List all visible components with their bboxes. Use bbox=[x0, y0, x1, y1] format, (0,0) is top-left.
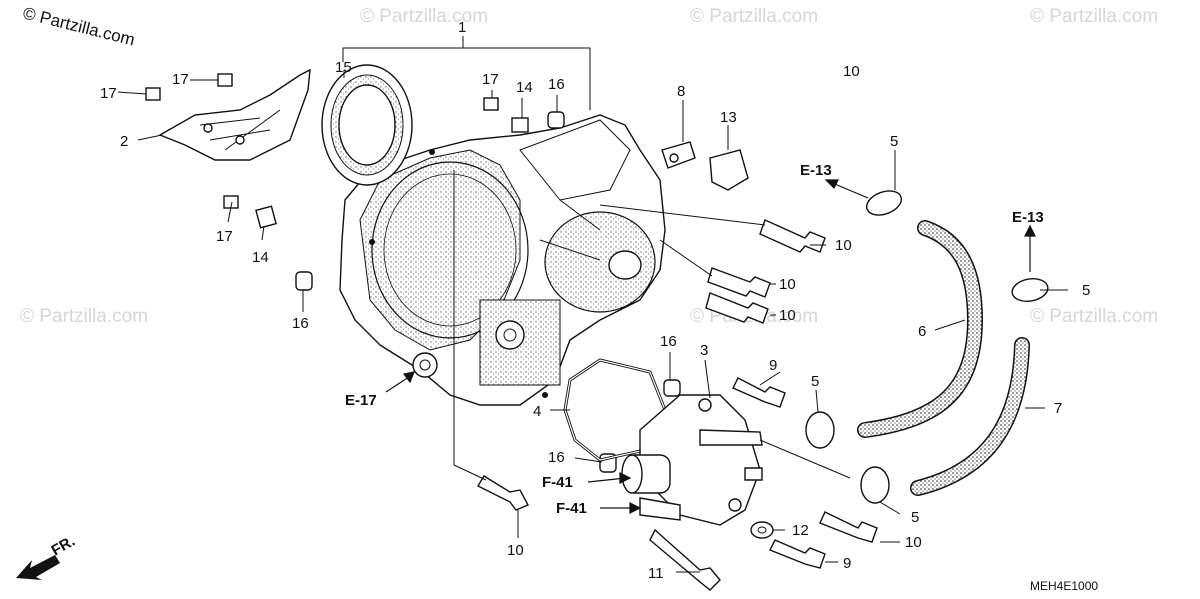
crankcase-cover bbox=[339, 114, 666, 406]
diagram-code: MEH4E1000 bbox=[1030, 579, 1098, 593]
callout-2: 2 bbox=[120, 133, 128, 150]
water-pump-cover bbox=[621, 394, 763, 526]
callout-6: 6 bbox=[918, 323, 926, 340]
callout-17a: 17 bbox=[100, 85, 117, 102]
watermark: © Partzilla.com bbox=[360, 6, 488, 27]
oil-seal bbox=[321, 64, 413, 186]
ref-f41-lower: F-41 bbox=[556, 500, 587, 517]
watermarks: © Partzilla.com © Partzilla.com © Partzi… bbox=[20, 6, 1158, 327]
callout-16c: 16 bbox=[660, 333, 677, 350]
watermark: © Partzilla.com bbox=[1030, 6, 1158, 27]
callout-4: 4 bbox=[533, 403, 541, 420]
callout-10b: 10 bbox=[779, 276, 796, 293]
bolts-9 bbox=[732, 377, 826, 569]
callout-15: 15 bbox=[335, 59, 352, 76]
chain-guard bbox=[158, 68, 311, 161]
bolt-17 bbox=[145, 73, 499, 209]
callout-5a: 5 bbox=[890, 133, 898, 150]
callout-5c: 5 bbox=[811, 373, 819, 390]
clip-14 bbox=[511, 117, 529, 133]
callout-16b: 16 bbox=[292, 315, 309, 332]
ref-f41-upper: F-41 bbox=[542, 474, 573, 491]
clip-14 bbox=[255, 205, 277, 229]
callout-8: 8 bbox=[677, 83, 685, 100]
callout-7: 7 bbox=[1054, 400, 1062, 417]
callout-10c: 10 bbox=[779, 307, 796, 324]
front-direction-arrow bbox=[16, 555, 60, 580]
callout-11: 11 bbox=[648, 565, 664, 582]
callout-10a: 10 bbox=[835, 237, 852, 254]
callout-17d: 17 bbox=[482, 71, 499, 88]
ref-e13-top: E-13 bbox=[800, 162, 832, 179]
watermark: © Partzilla.com bbox=[1030, 306, 1158, 327]
hose-clamps bbox=[805, 190, 1049, 504]
callout-3: 3 bbox=[700, 342, 708, 359]
callout-9a: 9 bbox=[769, 357, 777, 374]
callout-12: 12 bbox=[792, 522, 809, 539]
callout-5b: 5 bbox=[1082, 282, 1090, 299]
callout-13: 13 bbox=[720, 109, 737, 126]
callout-17b: 17 bbox=[172, 71, 189, 88]
callout-9b: 9 bbox=[843, 555, 851, 572]
clamp-13 bbox=[709, 149, 749, 191]
group-bracket bbox=[342, 47, 591, 110]
callout-10d: 10 bbox=[507, 542, 524, 559]
callout-16a: 16 bbox=[548, 76, 565, 93]
callout-14b: 14 bbox=[252, 249, 269, 266]
bracket-8 bbox=[661, 141, 696, 169]
hose-7 bbox=[910, 337, 1030, 496]
leader-lines bbox=[117, 70, 1068, 573]
callout-1: 1 bbox=[458, 19, 466, 36]
copyright-text: © Partzilla.com bbox=[21, 3, 137, 49]
ref-e13-right: E-13 bbox=[1012, 209, 1044, 226]
callout-14a: 14 bbox=[516, 79, 533, 96]
callout-numbers: 1 2 3 4 5 5 5 5 6 7 8 9 9 10 10 10 10 10… bbox=[100, 19, 1090, 582]
direction-label: FR. bbox=[49, 533, 78, 560]
callout-10f: 10 bbox=[843, 63, 860, 80]
callout-16d: 16 bbox=[548, 449, 565, 466]
callout-17c: 17 bbox=[216, 228, 233, 245]
callout-10e: 10 bbox=[905, 534, 922, 551]
callout-5d: 5 bbox=[911, 509, 919, 526]
ref-e17: E-17 bbox=[345, 392, 377, 409]
bolt-11 bbox=[649, 528, 721, 591]
reference-arrows bbox=[385, 179, 1036, 514]
bolts-10 bbox=[477, 219, 878, 543]
hose-6 bbox=[857, 220, 984, 438]
watermark: © Partzilla.com bbox=[20, 306, 148, 327]
watermark: © Partzilla.com bbox=[690, 6, 818, 27]
